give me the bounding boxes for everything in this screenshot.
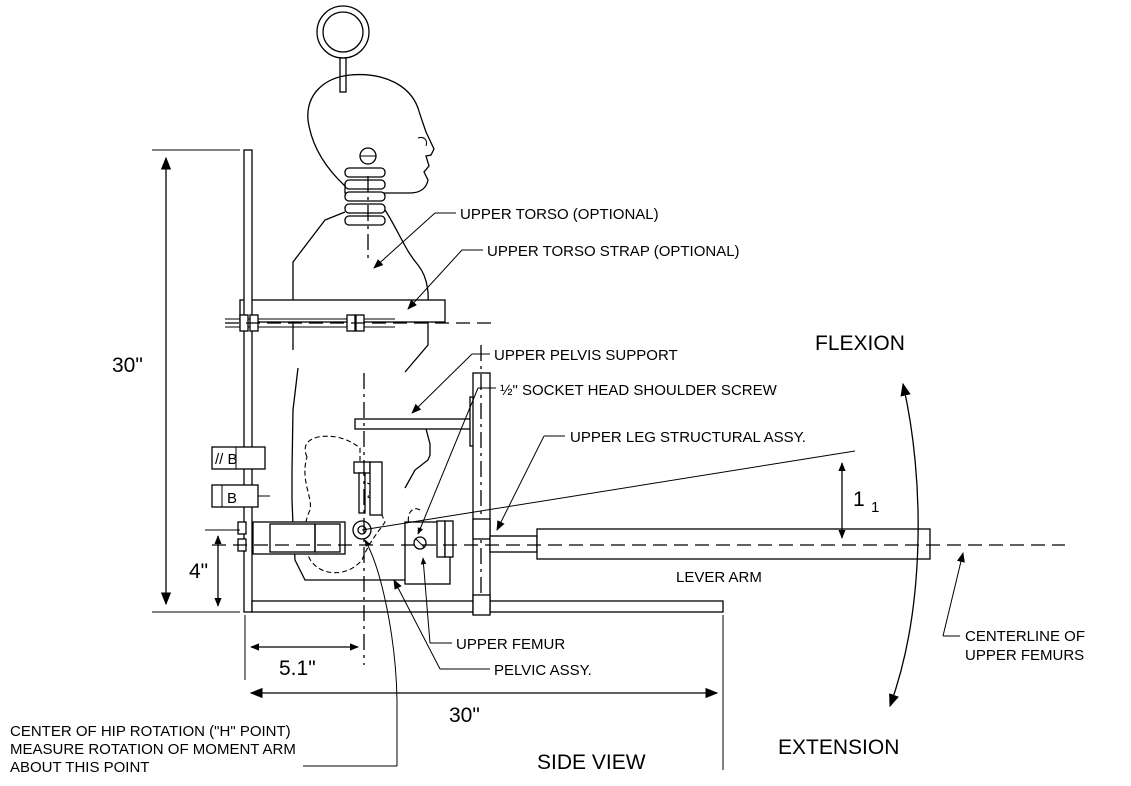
- parallel-datum: // B: [215, 451, 238, 468]
- head-assembly: [307, 5, 435, 226]
- upper-torso: [239, 209, 446, 581]
- pelvis-bracket: [354, 418, 476, 430]
- label-extension: EXTENSION: [778, 736, 899, 759]
- pelvic-assembly: [237, 435, 454, 585]
- label-upper-torso: UPPER TORSO (OPTIONAL): [460, 206, 659, 223]
- rotation-arc: [889, 382, 919, 708]
- dim-hip-offset: 5.1": [279, 657, 316, 680]
- datum-frames: // B B: [211, 446, 270, 508]
- label-lever-arm: LEVER ARM: [676, 569, 762, 586]
- label-upper-leg-assy: UPPER LEG STRUCTURAL ASSY.: [570, 429, 806, 446]
- label-socket-screw: ½" SOCKET HEAD SHOULDER SCREW: [500, 382, 778, 399]
- dim-base-length: 30": [449, 704, 480, 727]
- lift-eye-stem: [339, 57, 347, 93]
- label-hip-1: CENTER OF HIP ROTATION ("H" POINT): [10, 723, 291, 740]
- leaders: [303, 212, 965, 767]
- dimensions: [152, 149, 856, 770]
- label-centerline-1: CENTERLINE OF: [965, 628, 1085, 645]
- back-mast: [243, 149, 253, 613]
- label-upper-femur: UPPER FEMUR: [456, 636, 565, 653]
- neck-spring: [344, 167, 386, 226]
- label-hip-3: ABOUT THIS POINT: [10, 759, 149, 776]
- label-upper-torso-strap: UPPER TORSO STRAP (OPTIONAL): [487, 243, 740, 260]
- femur-screw: [413, 536, 427, 550]
- label-flexion: FLEXION: [815, 332, 905, 355]
- dim-angle-sub: 1: [871, 499, 879, 516]
- label-upper-pelvis-support: UPPER PELVIS SUPPORT: [494, 347, 678, 364]
- h-point: [352, 520, 372, 540]
- head-outline: [307, 73, 435, 194]
- lift-ring: [316, 5, 370, 59]
- datum-b: B: [227, 490, 237, 507]
- dim-angle: 1: [853, 488, 865, 511]
- label-centerline-2: UPPER FEMURS: [965, 647, 1084, 664]
- label-side-view: SIDE VIEW: [537, 751, 646, 774]
- dim-height: 30": [112, 354, 143, 377]
- label-pelvic-assy: PELVIC ASSY.: [494, 662, 592, 679]
- upper-torso-strap: [239, 299, 446, 323]
- dim-hip-height: 4": [189, 560, 208, 583]
- label-hip-2: MEASURE ROTATION OF MOMENT ARM: [10, 741, 296, 758]
- lever-arm: [212, 528, 1065, 560]
- upper-pelvis-support: [225, 314, 495, 616]
